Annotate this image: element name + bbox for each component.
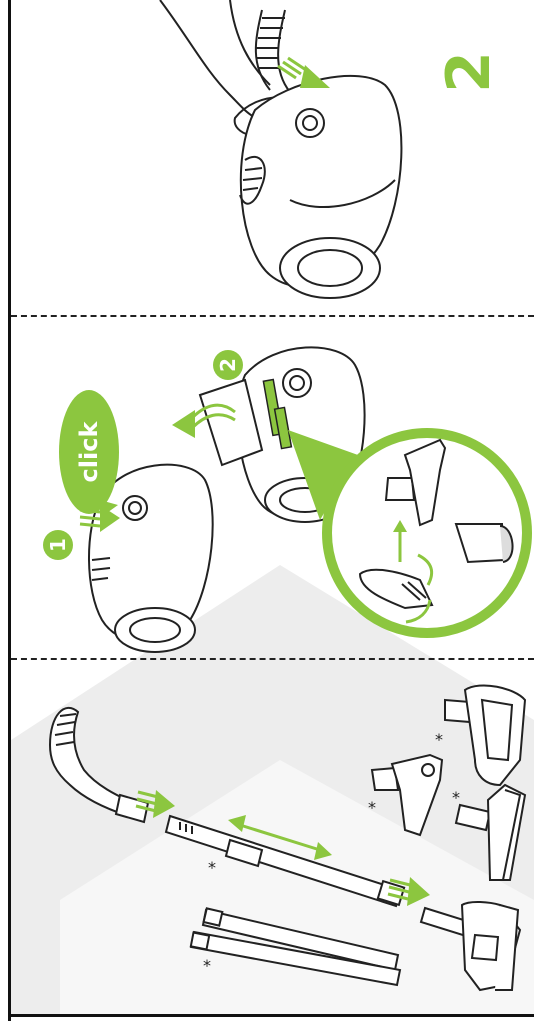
- hose-icon: [50, 708, 148, 822]
- upholstery-nozzle-icon: [456, 785, 525, 880]
- optional-marker: *: [435, 730, 443, 749]
- extension-tube-icon: [191, 908, 400, 985]
- telescopic-tube-icon: [166, 816, 404, 906]
- optional-marker: *: [452, 788, 460, 807]
- optional-marker: *: [208, 858, 216, 877]
- optional-marker: *: [368, 798, 376, 817]
- floor-nozzle-icon: [421, 902, 520, 990]
- optional-marker: *: [203, 956, 211, 975]
- turbo-brush-icon: [445, 685, 525, 785]
- dusting-brush-icon: [372, 755, 442, 835]
